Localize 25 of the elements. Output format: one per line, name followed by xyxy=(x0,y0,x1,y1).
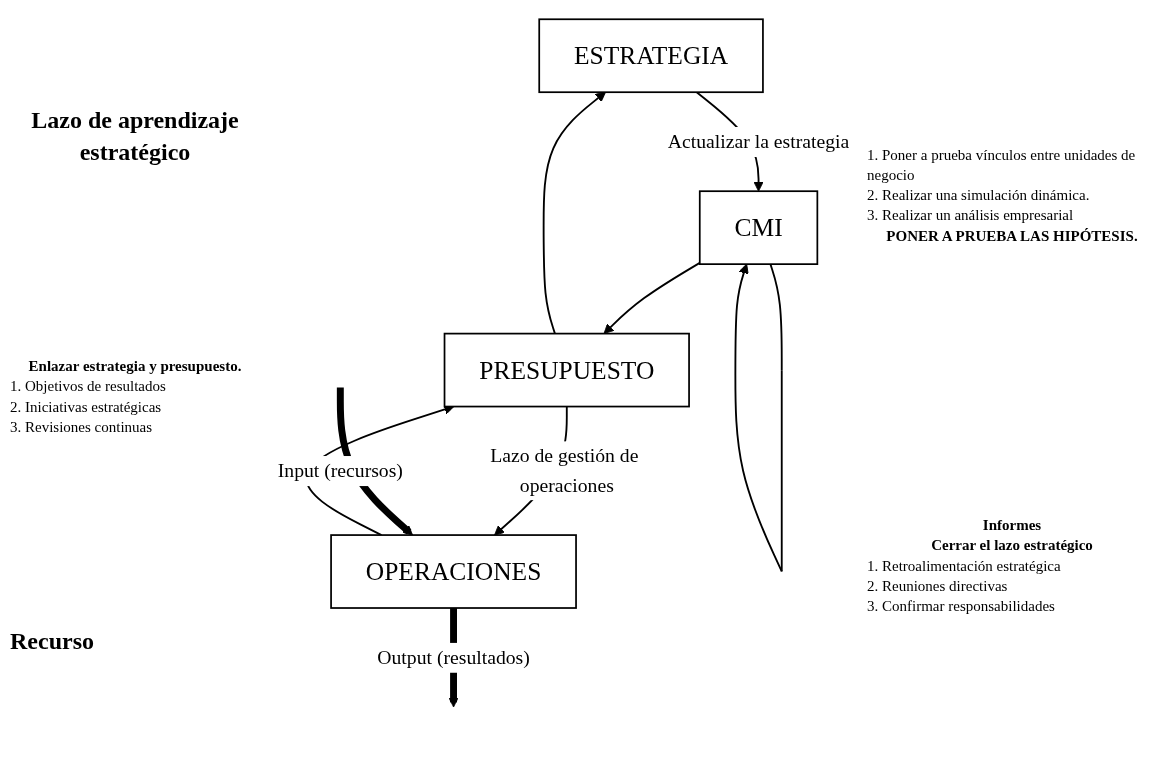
arrow xyxy=(603,261,701,335)
list-item: 2. Realizar una simulación dinámica. xyxy=(867,186,1091,206)
list-item: 3. Confirmar responsabilidades xyxy=(867,597,1056,617)
node-box: ESTRATEGIA xyxy=(538,18,764,94)
node-box: CMI xyxy=(698,190,819,265)
node-box: PRESUPUESTO xyxy=(443,332,690,408)
edge-label: Output (resultados) xyxy=(377,646,530,669)
list-item: 1. Retroalimentación estratégica xyxy=(867,556,1062,576)
node-box: OPERACIONES xyxy=(330,534,577,609)
emphasis-text: PONER A PRUEBA LAS HIPÓTESIS. xyxy=(885,226,1139,246)
list-heading: Informes xyxy=(981,516,1043,536)
list-item: 2. Reuniones directivas xyxy=(867,576,1009,596)
list-item: 1. Poner a prueba vínculos entre unidades de negocio xyxy=(867,145,1137,185)
list-item: 2. Iniciativas estratégicas xyxy=(10,397,163,417)
section-heading: Lazo de aprendizaje estratégico xyxy=(30,105,240,168)
list-heading: Enlazar estrategia y presupuesto. xyxy=(27,357,243,377)
list-item: 1. Objetivos de resultados xyxy=(10,377,167,397)
list-item: 3. Revisiones continuas xyxy=(10,417,154,437)
edge-label: Lazo de gestión de operaciones xyxy=(490,444,639,497)
list-item: 3. Realizar un análisis empresarial xyxy=(867,206,1075,226)
edge-label: Actualizar la estrategia xyxy=(667,130,850,153)
section-heading: Recurso xyxy=(10,626,95,656)
arrow xyxy=(542,91,606,335)
edge-label: Input (recursos) xyxy=(277,459,403,482)
list-heading: Cerrar el lazo estratégico xyxy=(930,536,1094,556)
